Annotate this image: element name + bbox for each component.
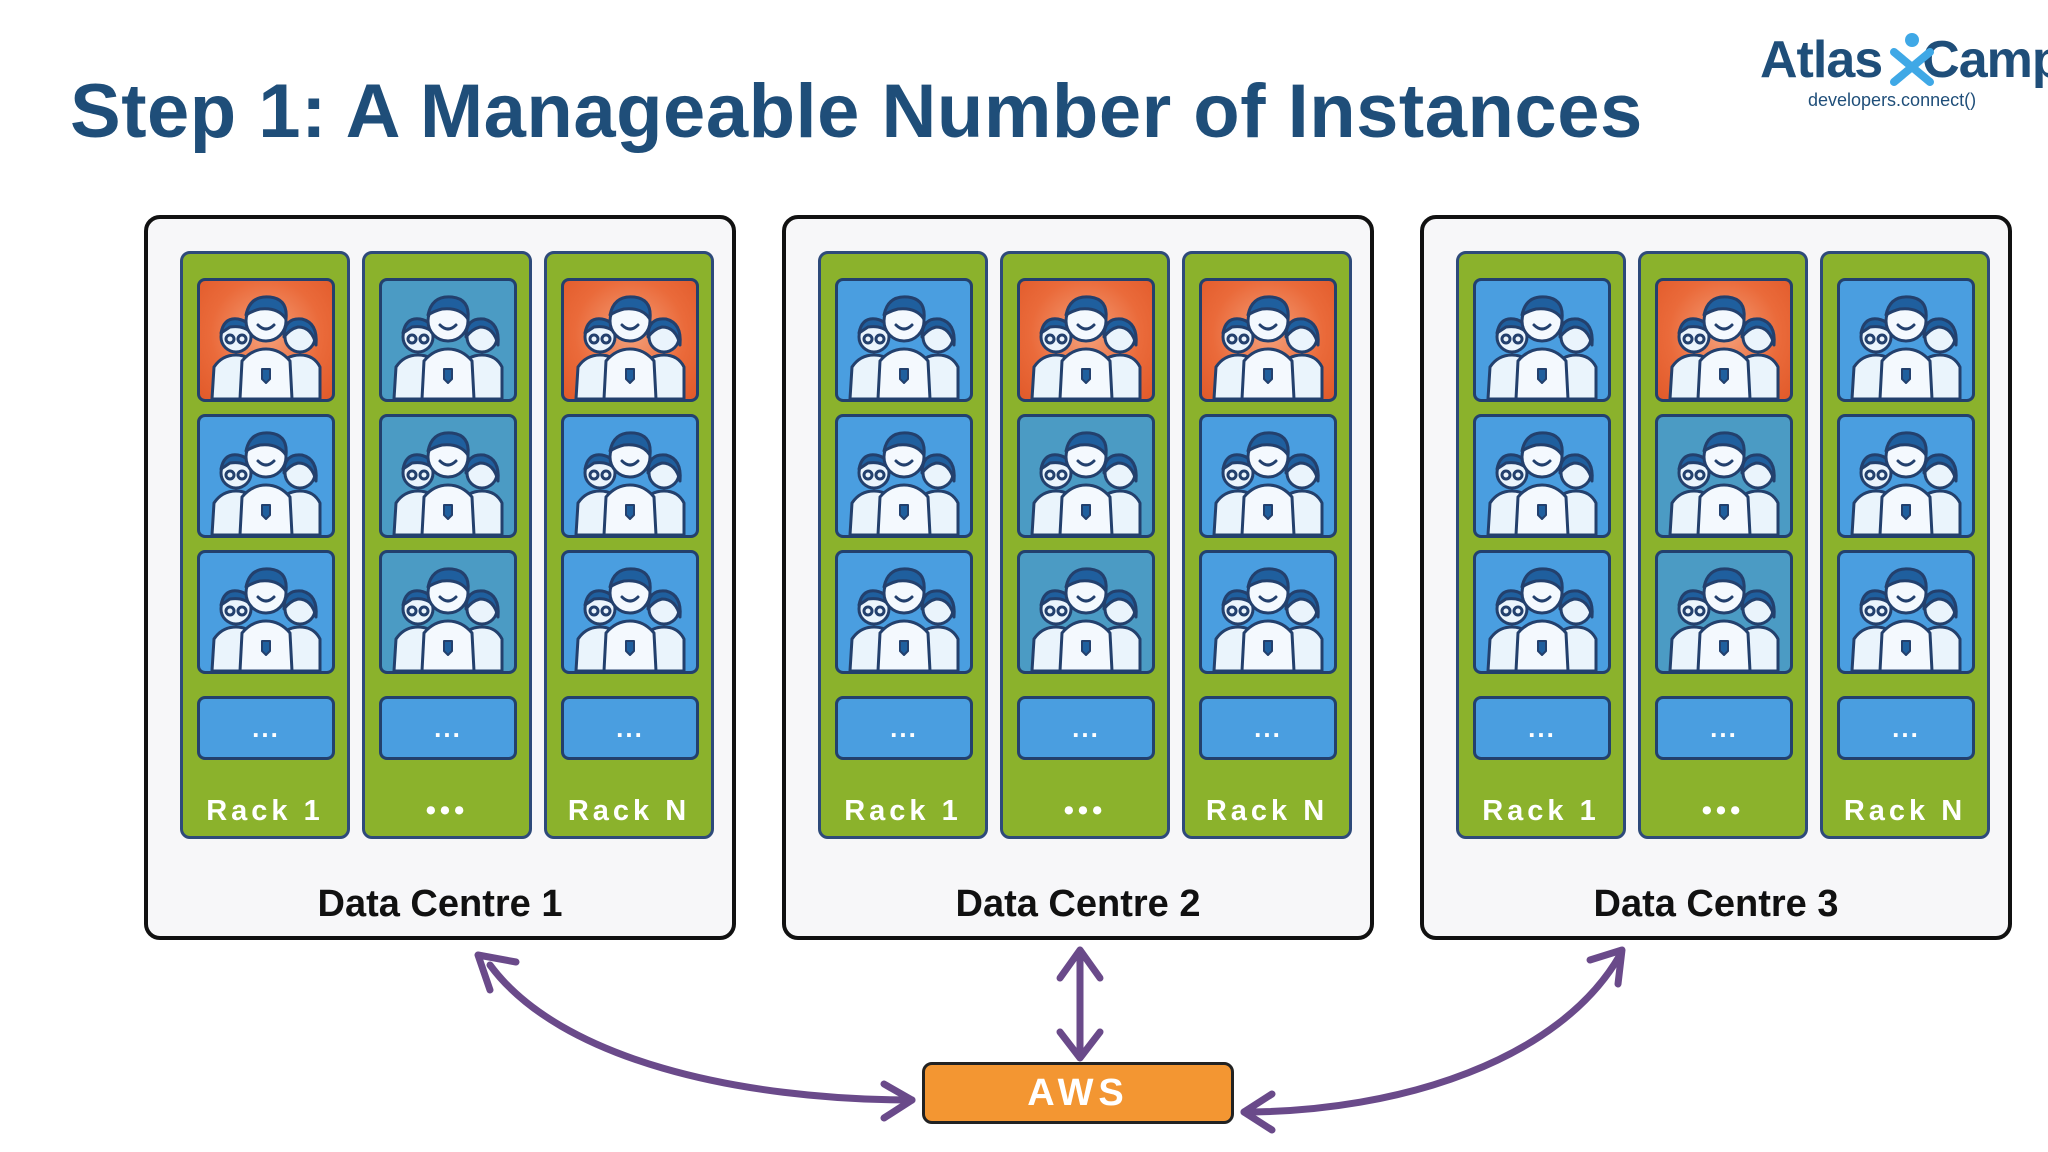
instance-blue xyxy=(1837,550,1975,674)
people-group-icon xyxy=(1486,567,1598,671)
people-group-icon xyxy=(1850,295,1962,399)
instance-blue xyxy=(1473,550,1611,674)
people-group-icon xyxy=(848,295,960,399)
instance-teal xyxy=(379,550,517,674)
rack-label: Rack N xyxy=(567,795,691,827)
rack: ... Rack N xyxy=(1182,251,1352,839)
rack: ... Rack N xyxy=(544,251,714,839)
people-group-icon xyxy=(1212,567,1324,671)
people-group-icon xyxy=(848,567,960,671)
data-centre-label: Data Centre 3 xyxy=(1593,883,1839,925)
people-group-icon xyxy=(1030,431,1142,535)
instance-blue xyxy=(835,278,973,402)
more-instances: ... xyxy=(1017,696,1155,760)
people-group-icon xyxy=(1486,431,1598,535)
rack-label: Rack N xyxy=(1205,795,1329,827)
people-group-icon xyxy=(210,431,322,535)
rack: ... ••• xyxy=(1000,251,1170,839)
people-group-icon xyxy=(1668,431,1780,535)
logo-brand-left: Atlas xyxy=(1760,31,1883,89)
instance-blue xyxy=(1837,278,1975,402)
people-group-icon xyxy=(1850,431,1962,535)
instance-orange xyxy=(197,278,335,402)
data-centre-1: ... Rack 1 xyxy=(144,215,736,940)
people-group-icon xyxy=(1668,567,1780,671)
page-title: Step 1: A Manageable Number of Instances xyxy=(70,69,1643,154)
instance-blue xyxy=(1837,414,1975,538)
more-instances: ... xyxy=(379,696,517,760)
people-group-icon xyxy=(574,567,686,671)
rack-label: Rack 1 xyxy=(206,795,324,827)
rack: ... ••• xyxy=(1638,251,1808,839)
atlascamp-logo: Atlas Camp developers.connect() xyxy=(1760,30,2048,120)
rack-label: Rack 1 xyxy=(1482,795,1600,827)
data-centre-2: ... Rack 1 xyxy=(782,215,1374,940)
instance-blue xyxy=(561,550,699,674)
instance-teal xyxy=(1017,550,1155,674)
more-instances: ... xyxy=(1473,696,1611,760)
instance-teal xyxy=(1017,414,1155,538)
instance-orange xyxy=(1655,278,1793,402)
people-group-icon xyxy=(392,295,504,399)
data-centre-label: Data Centre 1 xyxy=(317,883,563,925)
people-group-icon xyxy=(848,431,960,535)
instance-blue xyxy=(561,414,699,538)
instance-blue xyxy=(1473,278,1611,402)
instance-blue xyxy=(197,414,335,538)
instance-teal xyxy=(379,414,517,538)
instance-blue xyxy=(197,550,335,674)
rack: ... Rack 1 xyxy=(818,251,988,839)
instance-teal xyxy=(379,278,517,402)
people-group-icon xyxy=(574,295,686,399)
more-instances: ... xyxy=(197,696,335,760)
people-group-icon xyxy=(1668,295,1780,399)
rack: ... Rack 1 xyxy=(1456,251,1626,839)
instance-orange xyxy=(1199,278,1337,402)
rack-label: ••• xyxy=(425,795,469,827)
instance-blue xyxy=(1199,414,1337,538)
people-group-icon xyxy=(210,567,322,671)
more-instances: ... xyxy=(835,696,973,760)
rack: ... Rack 1 xyxy=(180,251,350,839)
instance-teal xyxy=(1655,550,1793,674)
rack-label: ••• xyxy=(1063,795,1107,827)
people-group-icon xyxy=(1486,295,1598,399)
people-group-icon xyxy=(1212,295,1324,399)
logo-brand: Atlas Camp xyxy=(1760,30,2048,90)
rack-label: ••• xyxy=(1701,795,1745,827)
atlassian-x-icon xyxy=(1890,33,1934,86)
data-centre-label: Data Centre 2 xyxy=(955,883,1201,925)
arrow-dc1-aws xyxy=(486,961,916,1104)
more-instances: ... xyxy=(1655,696,1793,760)
aws-box: AWS xyxy=(922,1062,1234,1124)
instance-blue xyxy=(1199,550,1337,674)
data-centre-3: ... Rack 1 xyxy=(1420,215,2012,940)
instance-blue xyxy=(835,414,973,538)
rack-label: Rack 1 xyxy=(844,795,962,827)
people-group-icon xyxy=(1212,431,1324,535)
people-group-icon xyxy=(392,431,504,535)
arrow-dc3-aws xyxy=(1240,951,1624,1116)
instance-blue xyxy=(835,550,973,674)
people-group-icon xyxy=(210,295,322,399)
instance-orange xyxy=(1017,278,1155,402)
people-group-icon xyxy=(1030,567,1142,671)
logo-tagline: developers.connect() xyxy=(1808,90,1977,110)
rack-label: Rack N xyxy=(1843,795,1967,827)
more-instances: ... xyxy=(561,696,699,760)
people-group-icon xyxy=(1850,567,1962,671)
people-group-icon xyxy=(574,431,686,535)
rack: ... Rack N xyxy=(1820,251,1990,839)
people-group-icon xyxy=(1030,295,1142,399)
people-group-icon xyxy=(392,567,504,671)
instance-teal xyxy=(1655,414,1793,538)
instance-blue xyxy=(1473,414,1611,538)
logo-brand-right: Camp xyxy=(1922,31,2048,89)
more-instances: ... xyxy=(1837,696,1975,760)
instance-orange xyxy=(561,278,699,402)
rack: ... ••• xyxy=(362,251,532,839)
more-instances: ... xyxy=(1199,696,1337,760)
